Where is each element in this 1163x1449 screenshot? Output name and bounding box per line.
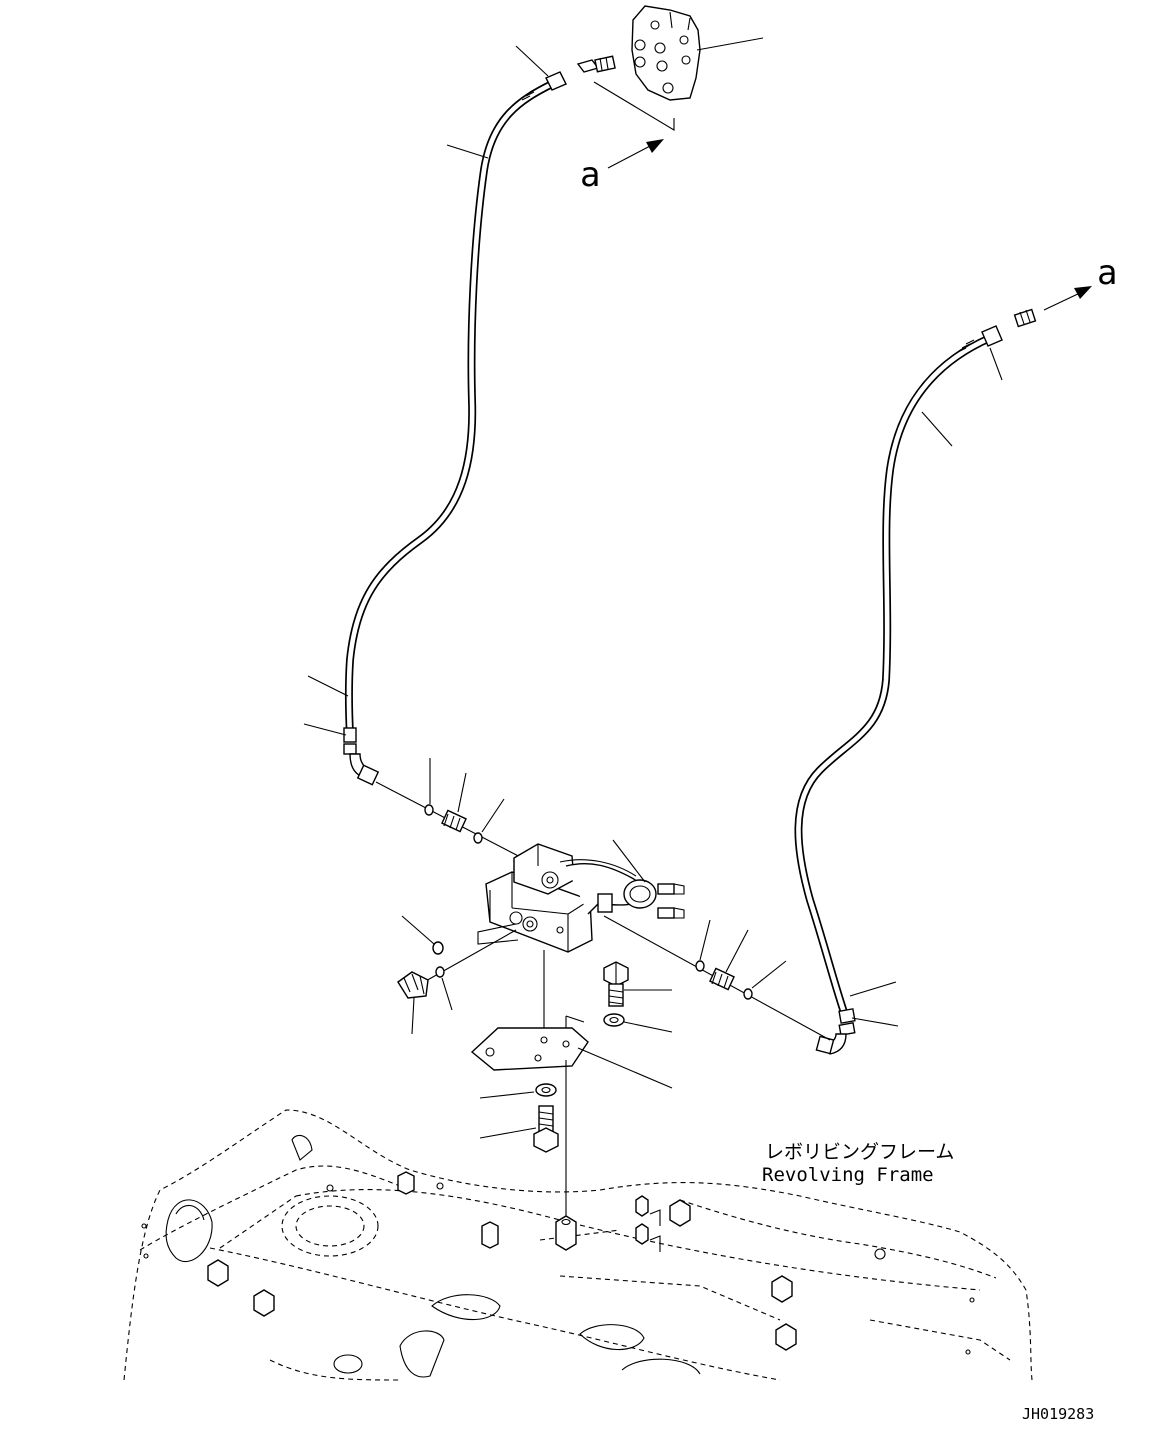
leader-lower-left-oring-2 — [441, 977, 453, 1011]
arrowhead-right-icon — [1074, 286, 1092, 299]
leader-left-hose-top — [446, 144, 489, 159]
leader-mounting-plate — [577, 1047, 673, 1089]
upper-bolt — [603, 961, 629, 1007]
view-a-guide-top — [593, 81, 675, 131]
right-hose — [794, 325, 1003, 1055]
right-top-adapter — [1013, 308, 1037, 328]
view-a-arrow-right — [1043, 291, 1083, 311]
lower-bolt — [533, 1105, 559, 1153]
leader-left-union — [457, 772, 467, 813]
top-valve-block — [631, 5, 701, 101]
leader-left-oring-2 — [481, 798, 505, 833]
leader-right-hose — [921, 411, 953, 447]
leader-left-hose-end — [303, 723, 347, 736]
lower-left-o-ring-1 — [432, 941, 444, 955]
lower-left-o-ring-2 — [435, 966, 445, 978]
leader-top-fitting — [515, 45, 549, 77]
lower-right-o-ring-2 — [743, 988, 753, 1000]
mounting-plate — [470, 1027, 589, 1071]
leader-lower-left-oring-1 — [401, 915, 435, 945]
view-mark-right: a — [1097, 253, 1117, 293]
lower-washer — [535, 1083, 557, 1097]
left-o-ring-1 — [424, 804, 434, 816]
drawing-id: JH019283 — [1022, 1405, 1094, 1423]
leader-lower-right-oring-1 — [699, 919, 711, 961]
left-hose — [343, 71, 567, 786]
leader-lower-right-oring-2 — [751, 960, 787, 989]
leader-solenoid — [612, 839, 646, 883]
leader-left-hose-mid — [307, 675, 349, 697]
lower-left-elbow-fitting — [397, 971, 429, 999]
leader-right-hose-end-2 — [851, 1017, 899, 1027]
leader-lower-left-elbow — [411, 997, 415, 1035]
arrowhead-top-icon — [646, 139, 664, 153]
leader-upper-washer — [623, 1021, 673, 1033]
central-valve-block — [485, 843, 685, 953]
leader-lower-bolt — [479, 1127, 537, 1139]
upper-washer — [603, 1013, 625, 1027]
leader-lower-right-union — [725, 929, 749, 973]
revolving-frame — [123, 1109, 1033, 1381]
lower-right-union-fitting — [709, 967, 735, 991]
plate-guide-left — [477, 923, 519, 945]
frame-label-en: Revolving Frame — [762, 1164, 934, 1186]
top-adapter-fitting — [576, 55, 616, 73]
leader-top-block — [696, 37, 764, 51]
view-mark-top: a — [580, 155, 600, 195]
frame-label-jp: レボリビングフレーム — [765, 1141, 954, 1163]
leader-right-hose-end-1 — [849, 981, 897, 997]
frame-nut-main — [555, 1215, 577, 1251]
view-a-arrow-top — [607, 144, 653, 169]
leader-lower-washer — [479, 1091, 535, 1099]
left-o-ring-2 — [473, 832, 483, 844]
leader-right-fitting — [989, 347, 1003, 381]
lower-right-o-ring-1 — [695, 960, 705, 972]
left-union-fitting — [441, 809, 467, 833]
